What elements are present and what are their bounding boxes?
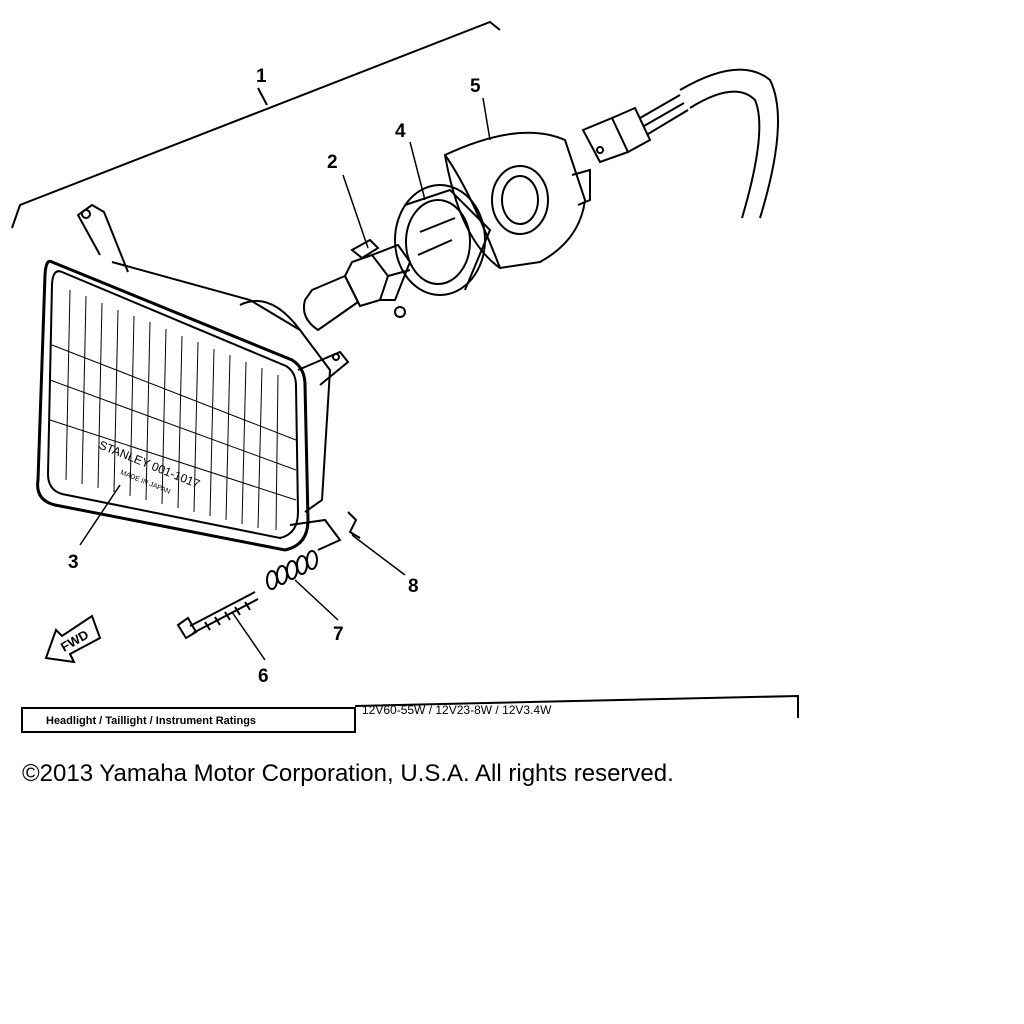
ratings-value: 12V60-55W / 12V23-8W / 12V3.4W	[362, 703, 552, 717]
bulb-retainer	[394, 184, 492, 296]
callout-5: 5	[470, 76, 481, 97]
ratings-bar: Headlight / Taillight / Instrument Ratin…	[21, 694, 799, 733]
callout-1: 1	[256, 66, 267, 87]
bulb	[302, 238, 412, 332]
callout-8: 8	[408, 576, 419, 597]
leader-lines	[79, 97, 491, 661]
fwd-arrow-icon: FWD	[44, 614, 102, 664]
wire-connector	[581, 68, 779, 219]
ratings-label: Headlight / Taillight / Instrument Ratin…	[46, 715, 256, 727]
callout-3: 3	[68, 552, 79, 573]
callout-4: 4	[395, 121, 406, 142]
headlight-unit	[36, 203, 350, 552]
lens-pattern	[49, 289, 297, 531]
callout-7: 7	[333, 624, 344, 645]
callout-2: 2	[327, 152, 338, 173]
assembly-bracket	[11, 20, 501, 229]
spring	[266, 550, 318, 590]
adjuster-screw	[176, 591, 259, 640]
copyright-text: ©2013 Yamaha Motor Corporation, U.S.A. A…	[22, 760, 674, 787]
rubber-cover	[443, 131, 591, 270]
clip	[347, 511, 361, 539]
callout-6: 6	[258, 666, 269, 687]
